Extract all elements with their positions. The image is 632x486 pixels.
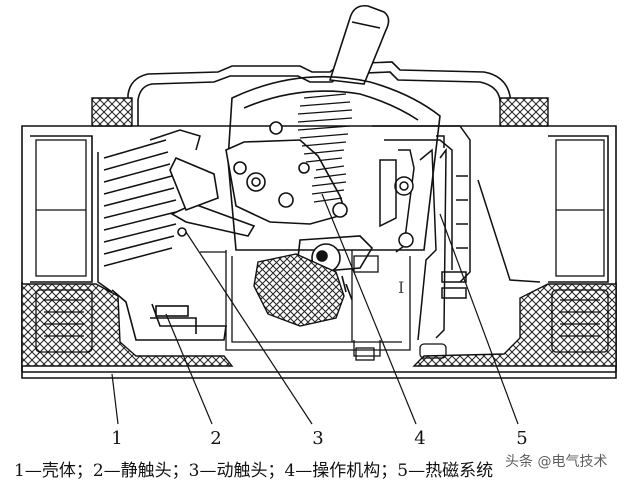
figure-legend: 1—壳体；2—静触头；3—动触头；4—操作机构；5—热磁系统 xyxy=(14,461,494,481)
callout-4: 4 xyxy=(414,428,426,449)
terminal-blocks xyxy=(35,139,609,353)
callout-3: 3 xyxy=(312,428,324,449)
thermal-magnetic-system xyxy=(372,125,541,341)
leader-lines xyxy=(111,193,519,425)
insulating-block xyxy=(253,253,345,327)
watermark: 头条 @电气技术 xyxy=(505,454,608,470)
internal-frame xyxy=(200,250,447,361)
housing-hatched-wall xyxy=(21,97,617,367)
static-contact xyxy=(111,289,227,341)
operating-mechanism xyxy=(225,4,441,301)
callout-1: 1 xyxy=(111,428,123,449)
callout-2: 2 xyxy=(210,428,222,449)
callout-5: 5 xyxy=(516,428,528,449)
text-cursor-icon: I xyxy=(398,278,405,297)
arc-chute-fins xyxy=(97,129,201,293)
